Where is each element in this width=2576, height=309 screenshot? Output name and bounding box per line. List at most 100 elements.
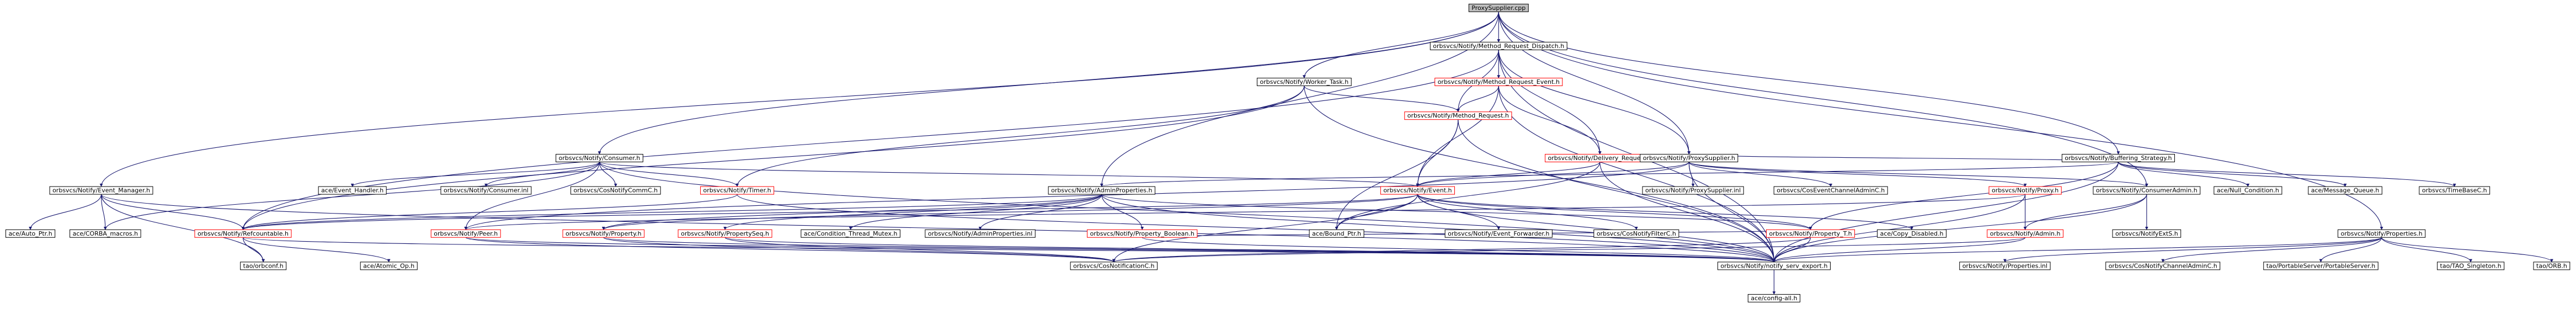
node-box <box>2093 186 2201 195</box>
node-box <box>360 262 418 270</box>
node-efwd[interactable]: orbsvcs/Notify/Event_Forwarder.h <box>1444 229 1553 238</box>
node-box <box>2105 262 2221 270</box>
node-label: orbsvcs/Notify/Peer.h <box>434 230 498 237</box>
edge-arrowhead <box>1497 39 1501 42</box>
edge-arrowhead <box>1302 75 1306 79</box>
edge-arrowhead <box>735 183 739 187</box>
node-bptr[interactable]: ace/Bound_Ptr.h <box>1309 229 1364 238</box>
node-label: orbsvcs/Notify/Properties.h <box>2340 230 2422 237</box>
node-mrd[interactable]: orbsvcs/Notify/Method_Request_Dispatch.h <box>1430 41 1567 50</box>
node-label: orbsvcs/Notify/ProxySupplier.inl <box>1645 187 1741 194</box>
node-nullc[interactable]: ace/Null_Condition.h <box>2214 186 2282 195</box>
edge-cons-cnc <box>599 162 616 187</box>
node-pb[interactable]: orbsvcs/Notify/Property_Boolean.h <box>1087 229 1198 238</box>
edge-ps-ev <box>1417 162 1689 187</box>
node-box <box>49 186 153 195</box>
node-exp[interactable]: orbsvcs/Notify/notify_serv_export.h <box>1717 262 1831 270</box>
node-props[interactable]: orbsvcs/Notify/Properties.h <box>2337 229 2426 238</box>
edge-arrowhead <box>99 183 103 187</box>
node-autoptr[interactable]: ace/Auto_Ptr.h <box>5 229 56 238</box>
node-label: ace/Condition_Thread_Mutex.h <box>804 230 898 237</box>
node-orbconf[interactable]: tao/orbconf.h <box>240 262 287 270</box>
node-bs[interactable]: orbsvcs/Notify/Buffering_Strategy.h <box>2061 154 2175 163</box>
node-box <box>2337 229 2426 238</box>
edge-arrowhead <box>1772 291 1776 295</box>
edge-ap-pt <box>1101 194 1811 230</box>
node-pss[interactable]: tao/PortableServer/PortableServer.h <box>2263 262 2378 270</box>
node-peer[interactable]: orbsvcs/Notify/Peer.h <box>430 229 501 238</box>
edge-mre-dr <box>1498 86 1601 154</box>
node-cons[interactable]: orbsvcs/Notify/Consumer.h <box>556 154 643 163</box>
node-admin[interactable]: orbsvcs/Notify/Admin.h <box>1987 229 2063 238</box>
node-dr[interactable]: orbsvcs/Notify/Delivery_Request.h <box>1545 154 1655 163</box>
node-propsinl[interactable]: orbsvcs/Notify/Properties.inl <box>1959 262 2051 270</box>
edge-refc-exp <box>242 237 1774 263</box>
edge-arrowhead <box>1634 227 1638 230</box>
node-em[interactable]: orbsvcs/Notify/Event_Manager.h <box>49 186 153 195</box>
node-corba[interactable]: ace/CORBA_macros.h <box>70 229 141 238</box>
edge-arrowhead <box>2003 259 2007 263</box>
node-eh[interactable]: ace/Event_Handler.h <box>318 186 387 195</box>
node-label: orbsvcs/Notify/Admin.h <box>1990 230 2061 237</box>
node-label: ace/Message_Queue.h <box>2311 187 2380 194</box>
edge-refc-aop <box>242 237 390 263</box>
node-ps[interactable]: orbsvcs/Notify/ProxySupplier.h <box>1640 154 1738 163</box>
node-cnc[interactable]: orbsvcs/CosNotifyCommC.h <box>570 186 661 195</box>
node-psinl[interactable]: orbsvcs/Notify/ProxySupplier.inl <box>1642 186 1744 195</box>
edge-arrowhead <box>849 227 852 230</box>
node-ca[interactable]: orbsvcs/Notify/ConsumerAdmin.h <box>2093 186 2201 195</box>
edge-arrowhead <box>2023 183 2027 187</box>
node-box <box>1404 111 1512 120</box>
edge-mre-ev <box>1417 86 1499 187</box>
node-label: orbsvcs/Notify/AdminProperties.h <box>1051 187 1152 194</box>
node-label: ace/Bound_Ptr.h <box>1312 230 1361 237</box>
node-tbc[interactable]: orbsvcs/TimeBaseC.h <box>2419 186 2490 195</box>
node-aop[interactable]: ace/Atomic_Op.h <box>360 262 418 270</box>
edge-arrowhead <box>2343 183 2347 187</box>
node-consinl[interactable]: orbsvcs/Notify/Consumer.inl <box>440 186 532 195</box>
node-timer[interactable]: orbsvcs/Notify/Timer.h <box>700 186 775 195</box>
node-orb[interactable]: tao/ORB.h <box>2533 262 2570 270</box>
node-config[interactable]: ace/config-all.h <box>1747 294 1801 302</box>
node-cd[interactable]: ace/Copy_Disabled.h <box>1877 229 1947 238</box>
edge-ev-pt <box>1417 194 1811 230</box>
node-refc[interactable]: orbsvcs/Notify/Refcountable.h <box>194 229 292 238</box>
edge-props-tsing <box>2381 237 2471 263</box>
node-ev[interactable]: orbsvcs/Notify/Event.h <box>1380 186 1455 195</box>
edge-props-pss <box>2320 237 2382 262</box>
node-mre[interactable]: orbsvcs/Notify/Method_Request_Event.h <box>1434 77 1563 86</box>
node-box <box>1380 186 1455 195</box>
node-cncac[interactable]: orbsvcs/CosNotifyChannelAdminC.h <box>2105 262 2221 270</box>
node-label: orbsvcs/Notify/ConsumerAdmin.h <box>2096 187 2198 194</box>
node-label: orbsvcs/TimeBaseC.h <box>2422 187 2487 194</box>
node-ctm[interactable]: ace/Condition_Thread_Mutex.h <box>801 229 900 238</box>
node-mq[interactable]: ace/Message_Queue.h <box>2308 186 2382 195</box>
edge-arrowhead <box>614 183 617 187</box>
node-proxy[interactable]: orbsvcs/Notify/Proxy.h <box>1988 186 2062 195</box>
node-mr[interactable]: orbsvcs/Notify/Method_Request.h <box>1404 111 1512 120</box>
node-propseq[interactable]: orbsvcs/Notify/PropertySeq.h <box>678 229 772 238</box>
node-prop[interactable]: orbsvcs/Notify/Property.h <box>562 229 645 238</box>
node-label: orbsvcs/Notify/Method_Request_Event.h <box>1438 78 1560 86</box>
edge-propseq-cnotc <box>724 237 1114 263</box>
edge-arrowhead <box>598 151 601 155</box>
node-cnfc[interactable]: orbsvcs/CosNotifyFilterC.h <box>1593 229 1679 238</box>
edge-ps-exp <box>1688 162 1774 262</box>
node-box <box>5 229 56 238</box>
node-wt[interactable]: orbsvcs/Notify/Worker_Task.h <box>1257 77 1352 86</box>
node-evsc[interactable]: orbsvcs/NotifyExtS.h <box>2112 229 2182 238</box>
node-tsing[interactable]: tao/TAO_Singleton.h <box>2437 262 2505 270</box>
node-ap[interactable]: orbsvcs/Notify/AdminProperties.h <box>1048 186 1155 195</box>
node-label: orbsvcs/Notify/Event.h <box>1383 187 1452 194</box>
edge-ap-ctm <box>850 194 1102 230</box>
edge-wt-exp <box>1304 86 1774 262</box>
node-cnotc[interactable]: orbsvcs/CosNotificationC.h <box>1070 262 1158 270</box>
edge-mr-bptr <box>1336 119 1459 230</box>
node-pt[interactable]: orbsvcs/Notify/Property_T.h <box>1766 229 1855 238</box>
node-root[interactable]: ProxySupplier.cpp <box>1468 3 1529 12</box>
node-apinl[interactable]: orbsvcs/Notify/AdminProperties.inl <box>925 229 1036 238</box>
node-cecac[interactable]: orbsvcs/CosEventChannelAdminC.h <box>1773 186 1888 195</box>
edge-ps-cecac <box>1688 162 1831 187</box>
edge-dr-ev <box>1417 162 1601 187</box>
